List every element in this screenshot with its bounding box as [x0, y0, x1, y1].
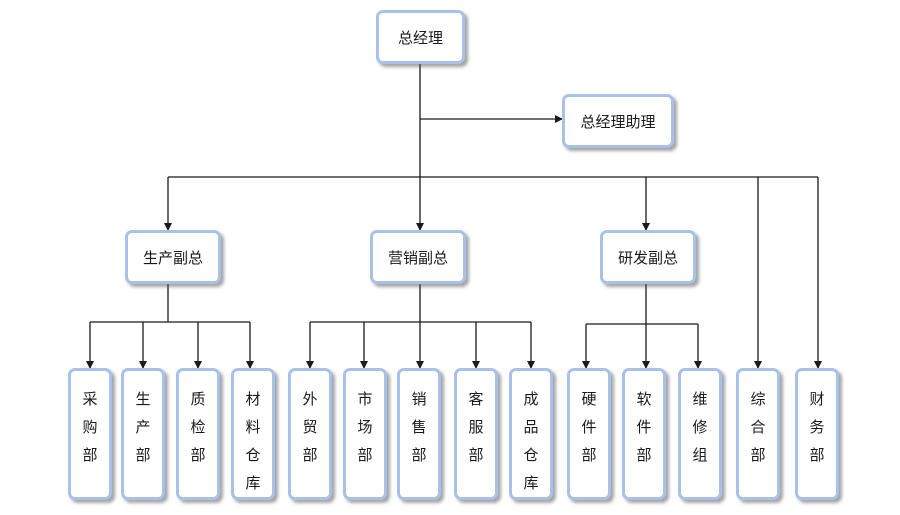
node-label: 生产部	[135, 390, 151, 464]
node-gm-assistant[interactable]: 总经理助理	[562, 94, 674, 148]
node-dept-general-affairs[interactable]: 综合部	[736, 368, 780, 500]
node-dept-finished-warehouse[interactable]: 成品仓库	[509, 368, 553, 500]
node-label: 财务部	[809, 390, 825, 464]
node-label: 采购部	[82, 390, 98, 464]
node-dept-foreign-trade[interactable]: 外贸部	[288, 368, 332, 500]
node-label: 市场部	[357, 390, 373, 464]
node-label: 总经理助理	[580, 112, 656, 131]
node-label: 生产副总	[142, 248, 203, 267]
node-dept-software[interactable]: 软件部	[622, 368, 666, 500]
node-label: 软件部	[636, 390, 652, 464]
node-label: 研发副总	[617, 248, 678, 267]
node-label: 材料仓库	[245, 390, 261, 492]
node-dept-hardware[interactable]: 硬件部	[567, 368, 611, 500]
node-label: 销售部	[411, 390, 427, 464]
node-vp-rnd[interactable]: 研发副总	[600, 230, 696, 284]
node-label: 综合部	[750, 390, 766, 464]
node-dept-material-warehouse[interactable]: 材料仓库	[231, 368, 275, 500]
node-dept-market[interactable]: 市场部	[343, 368, 387, 500]
node-label: 硬件部	[581, 390, 597, 464]
node-dept-customer-service[interactable]: 客服部	[454, 368, 498, 500]
node-dept-sales[interactable]: 销售部	[397, 368, 441, 500]
node-dept-finance[interactable]: 财务部	[795, 368, 839, 500]
node-vp-marketing[interactable]: 营销副总	[370, 230, 466, 284]
node-vp-production[interactable]: 生产副总	[125, 230, 221, 284]
node-dept-procurement[interactable]: 采购部	[68, 368, 112, 500]
node-dept-production[interactable]: 生产部	[121, 368, 165, 500]
node-dept-maintenance[interactable]: 维修组	[678, 368, 722, 500]
node-label: 营销副总	[387, 248, 448, 267]
node-label: 总经理	[397, 28, 443, 47]
node-label: 成品仓库	[523, 390, 539, 492]
node-label: 外贸部	[302, 390, 318, 464]
node-label: 质检部	[190, 390, 206, 464]
node-label: 维修组	[692, 390, 708, 464]
node-dept-quality[interactable]: 质检部	[176, 368, 220, 500]
node-general-manager[interactable]: 总经理	[376, 10, 465, 64]
node-label: 客服部	[468, 390, 484, 464]
